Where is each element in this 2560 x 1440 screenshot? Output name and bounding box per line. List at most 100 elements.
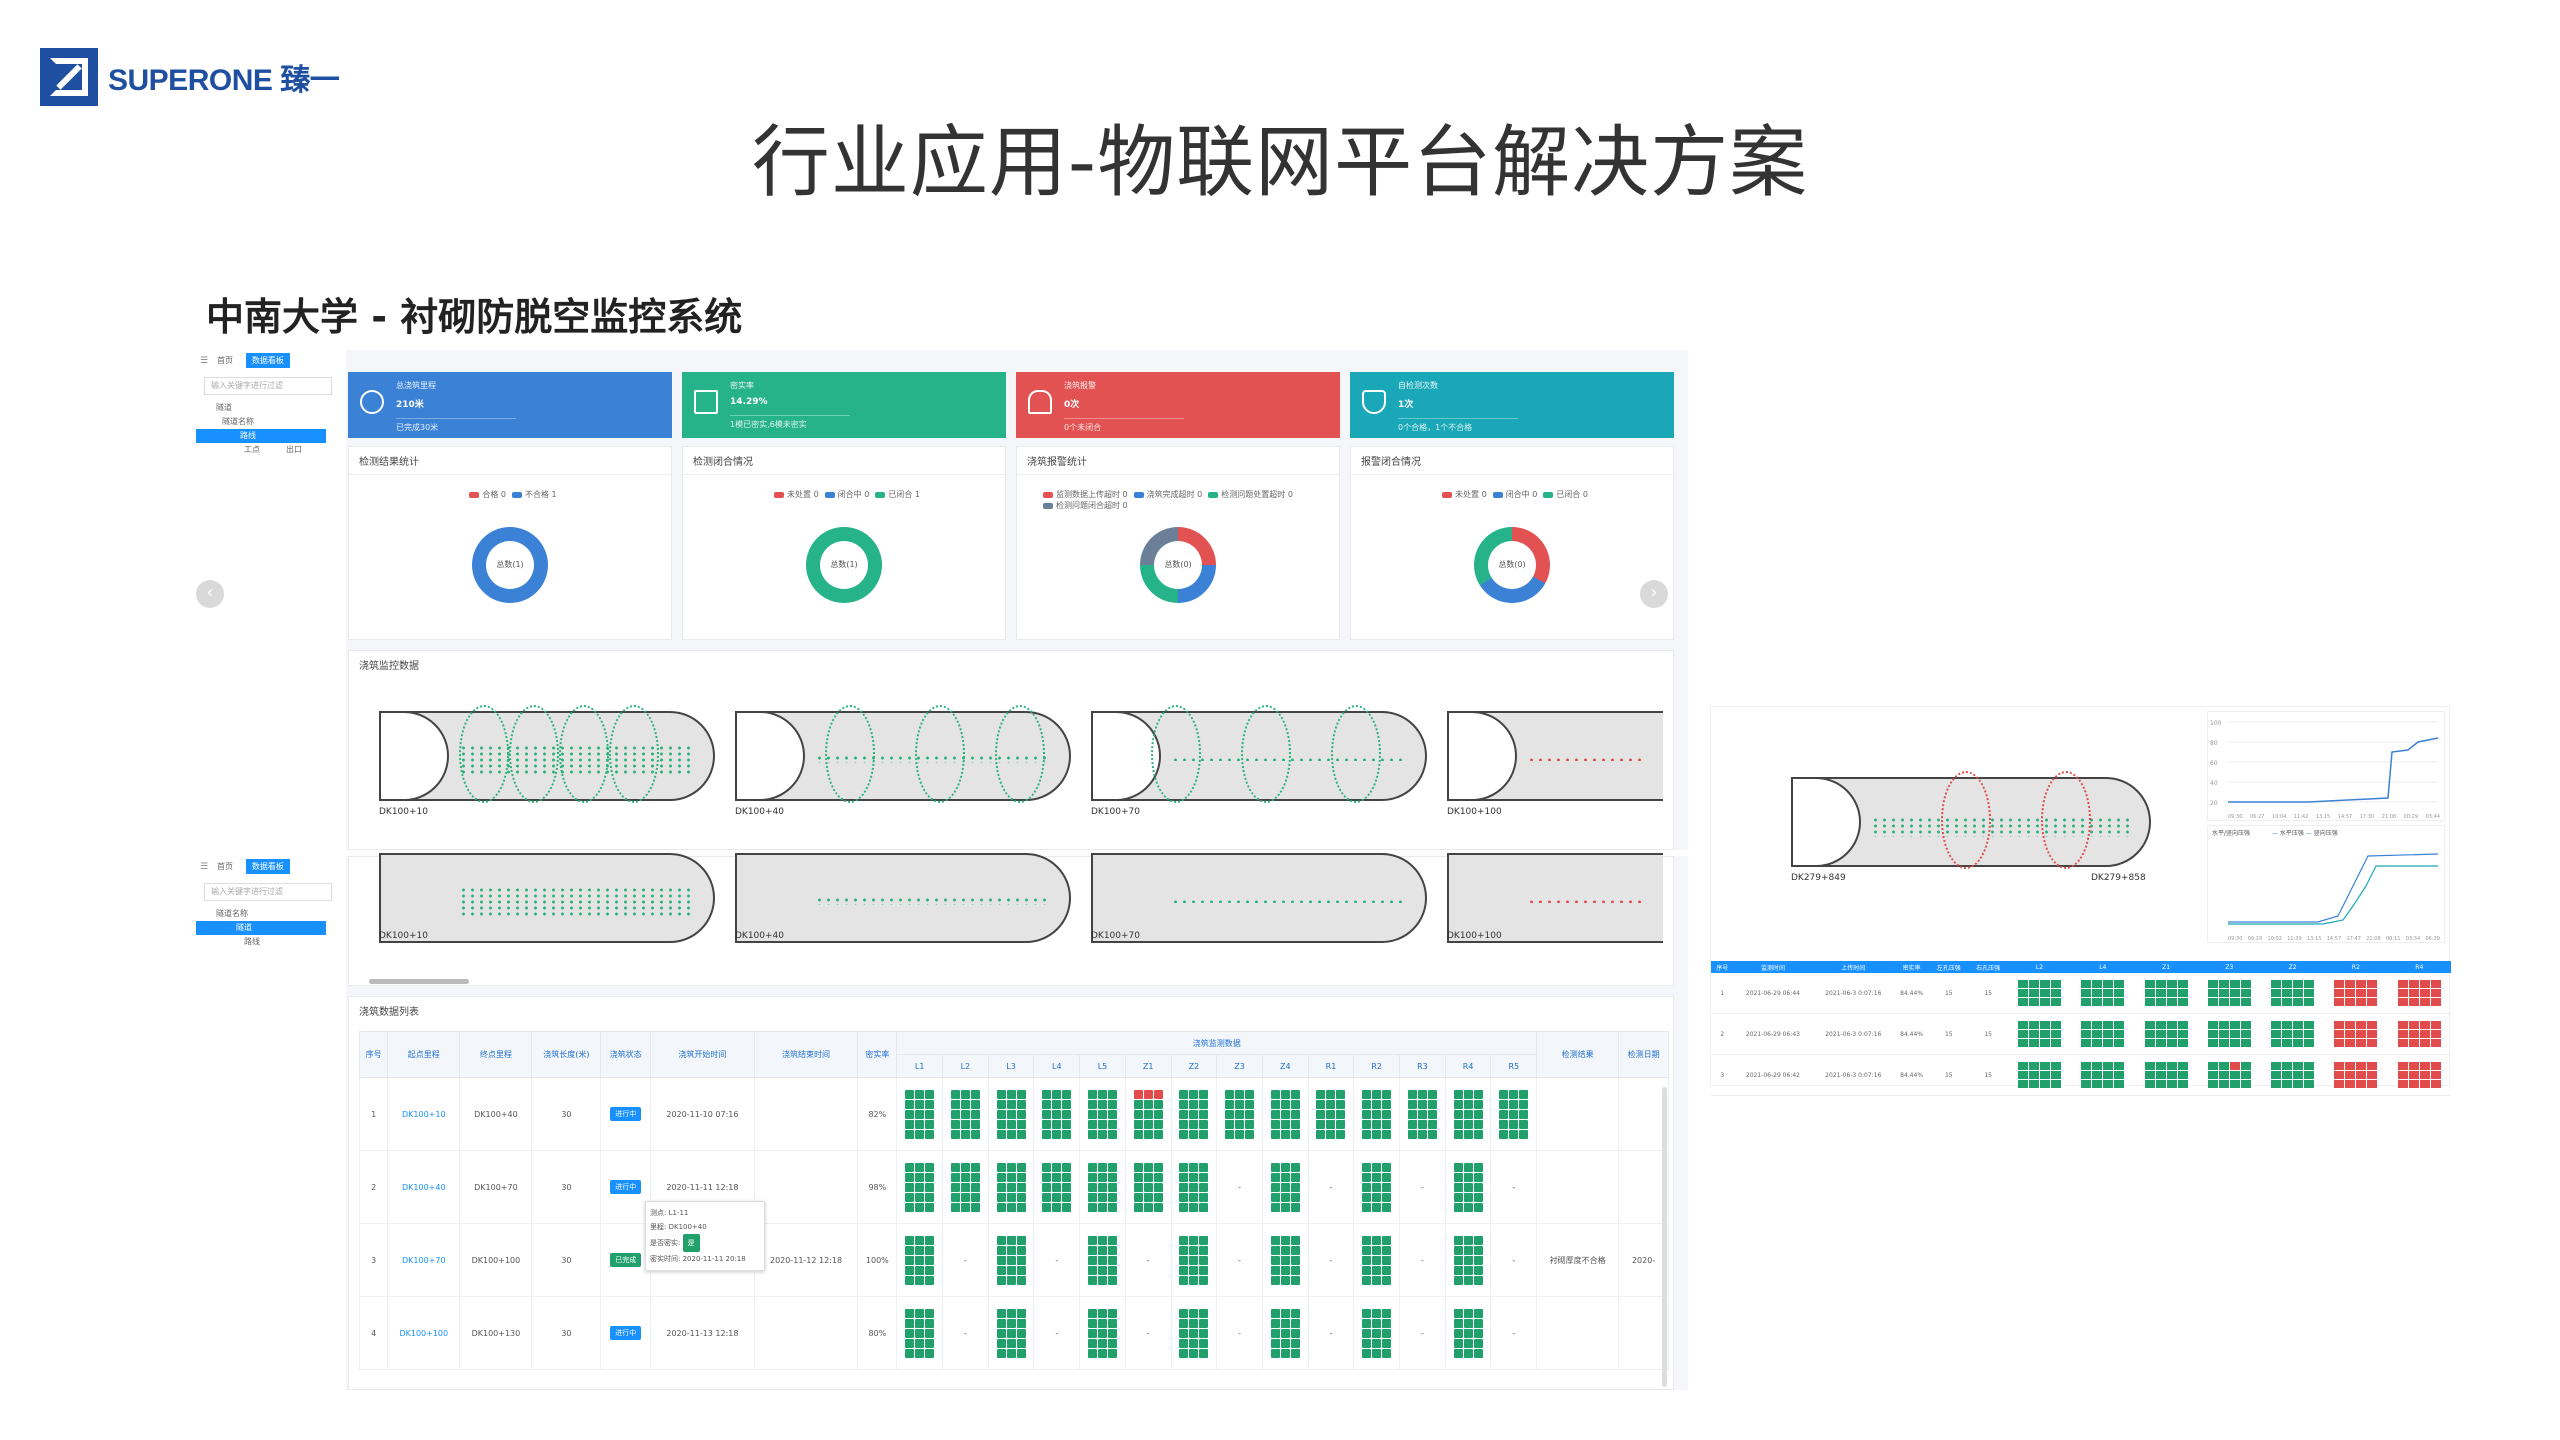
point-cell[interactable] bbox=[2387, 1013, 2451, 1055]
point-cell[interactable] bbox=[2134, 1013, 2198, 1055]
point-cell[interactable] bbox=[942, 1150, 989, 1224]
point-cell[interactable] bbox=[896, 1296, 944, 1370]
point-cell[interactable] bbox=[2197, 973, 2261, 1014]
col-header[interactable]: 浇筑开始时间 bbox=[650, 1031, 755, 1078]
point-cell[interactable] bbox=[896, 1150, 944, 1224]
carousel-prev-button[interactable]: ‹ bbox=[196, 580, 224, 608]
col-header[interactable]: 浇筑结束时间 bbox=[753, 1031, 859, 1078]
point-cell[interactable] bbox=[1261, 1296, 1309, 1370]
col-header[interactable]: 起点里程 bbox=[387, 1031, 461, 1078]
point-cell[interactable]: - bbox=[1307, 1150, 1355, 1224]
point-cell[interactable] bbox=[1170, 1150, 1218, 1224]
col-header[interactable]: Z3 bbox=[2197, 961, 2261, 973]
point-cell[interactable] bbox=[2261, 1013, 2325, 1055]
point-cell[interactable]: - bbox=[1307, 1296, 1355, 1370]
point-cell[interactable] bbox=[2261, 973, 2325, 1014]
tree-node[interactable]: 路线 bbox=[244, 937, 260, 946]
menu-icon[interactable]: ☰ bbox=[200, 356, 209, 366]
col-header[interactable]: 右孔压强 bbox=[1968, 961, 2008, 973]
point-cell[interactable] bbox=[987, 1077, 1035, 1151]
tree-search-input[interactable]: 输入关键字进行过滤 bbox=[204, 883, 332, 901]
point-cell[interactable] bbox=[1307, 1077, 1355, 1151]
col-header[interactable]: 左孔压强 bbox=[1929, 961, 1969, 973]
point-cell[interactable] bbox=[1261, 1077, 1309, 1151]
col-header[interactable]: 终点里程 bbox=[459, 1031, 533, 1078]
col-header[interactable]: L4 bbox=[2071, 961, 2135, 973]
point-cell[interactable]: - bbox=[942, 1296, 989, 1370]
col-header[interactable]: 监测时间 bbox=[1733, 961, 1813, 973]
point-cell[interactable] bbox=[2197, 1013, 2261, 1055]
col-header[interactable]: 检测结果 bbox=[1536, 1031, 1620, 1078]
point-cell[interactable]: - bbox=[1399, 1296, 1446, 1370]
horizontal-scrollbar[interactable] bbox=[369, 979, 469, 984]
point-cell[interactable] bbox=[1444, 1296, 1492, 1370]
col-header[interactable]: 序号 bbox=[358, 1031, 389, 1078]
tree-node-selected[interactable]: 隧道 bbox=[196, 921, 326, 935]
tab-home[interactable]: 首页 bbox=[216, 862, 233, 871]
carousel-next-button[interactable]: › bbox=[1640, 580, 1668, 608]
point-cell[interactable]: - bbox=[1490, 1223, 1538, 1297]
col-header[interactable]: Z1 bbox=[2134, 961, 2198, 973]
point-cell[interactable] bbox=[2134, 973, 2198, 1014]
tree-node[interactable]: 隧道名称 bbox=[216, 909, 248, 918]
point-cell[interactable] bbox=[1353, 1150, 1401, 1224]
point-cell[interactable] bbox=[1444, 1223, 1492, 1297]
point-cell[interactable]: - bbox=[1490, 1150, 1538, 1224]
point-cell[interactable]: - bbox=[1307, 1223, 1355, 1297]
tab-dashboard[interactable]: 数据看板 bbox=[245, 353, 290, 368]
point-cell[interactable] bbox=[1079, 1150, 1126, 1224]
point-cell[interactable] bbox=[1490, 1077, 1538, 1151]
point-cell[interactable] bbox=[1444, 1077, 1492, 1151]
tree-node[interactable]: 隧道 bbox=[216, 403, 232, 412]
point-cell[interactable] bbox=[1353, 1296, 1401, 1370]
col-header[interactable]: L2 bbox=[2007, 961, 2072, 973]
point-cell[interactable]: - bbox=[1216, 1296, 1263, 1370]
point-cell[interactable] bbox=[2261, 1054, 2325, 1096]
col-header[interactable]: 密实率 bbox=[1894, 961, 1930, 973]
point-cell[interactable]: - bbox=[1124, 1296, 1172, 1370]
point-cell[interactable] bbox=[1033, 1150, 1081, 1224]
col-header[interactable]: Z2 bbox=[2261, 961, 2325, 973]
point-cell[interactable] bbox=[2071, 973, 2135, 1014]
point-cell[interactable] bbox=[1170, 1077, 1218, 1151]
point-cell[interactable] bbox=[1170, 1296, 1218, 1370]
point-cell[interactable]: - bbox=[1399, 1223, 1446, 1297]
point-cell[interactable] bbox=[2071, 1013, 2135, 1055]
point-cell[interactable] bbox=[987, 1223, 1035, 1297]
point-cell[interactable]: - bbox=[1216, 1150, 1263, 1224]
point-cell[interactable]: - bbox=[1490, 1296, 1538, 1370]
vertical-scrollbar[interactable] bbox=[1662, 1087, 1667, 1387]
point-cell[interactable] bbox=[2134, 1054, 2198, 1096]
point-cell[interactable] bbox=[1261, 1150, 1309, 1224]
tree-search-input[interactable]: 输入关键字进行过滤 bbox=[204, 377, 332, 395]
point-cell[interactable] bbox=[2324, 1013, 2388, 1055]
point-cell[interactable] bbox=[1079, 1223, 1126, 1297]
point-cell[interactable]: - bbox=[1399, 1150, 1446, 1224]
point-cell[interactable] bbox=[1079, 1077, 1126, 1151]
point-cell[interactable] bbox=[1079, 1296, 1126, 1370]
point-cell[interactable] bbox=[1170, 1223, 1218, 1297]
point-cell[interactable] bbox=[2197, 1054, 2261, 1096]
point-cell[interactable] bbox=[2071, 1054, 2135, 1096]
col-header[interactable]: 浇筑状态 bbox=[600, 1031, 652, 1078]
col-header[interactable]: 序号 bbox=[1711, 961, 1734, 973]
col-header[interactable]: R4 bbox=[2387, 961, 2451, 973]
point-cell[interactable] bbox=[987, 1150, 1035, 1224]
point-cell[interactable] bbox=[1399, 1077, 1446, 1151]
col-header[interactable]: 密实率 bbox=[857, 1031, 898, 1078]
col-header[interactable]: 上传时间 bbox=[1812, 961, 1895, 973]
point-cell[interactable] bbox=[2324, 973, 2388, 1014]
point-cell[interactable] bbox=[1124, 1150, 1172, 1224]
tree-node[interactable]: 工点 bbox=[244, 445, 260, 454]
point-cell[interactable]: - bbox=[1033, 1223, 1081, 1297]
point-cell[interactable] bbox=[2387, 973, 2451, 1014]
point-cell[interactable]: - bbox=[942, 1223, 989, 1297]
point-cell[interactable] bbox=[1444, 1150, 1492, 1224]
point-cell[interactable] bbox=[2007, 973, 2072, 1014]
